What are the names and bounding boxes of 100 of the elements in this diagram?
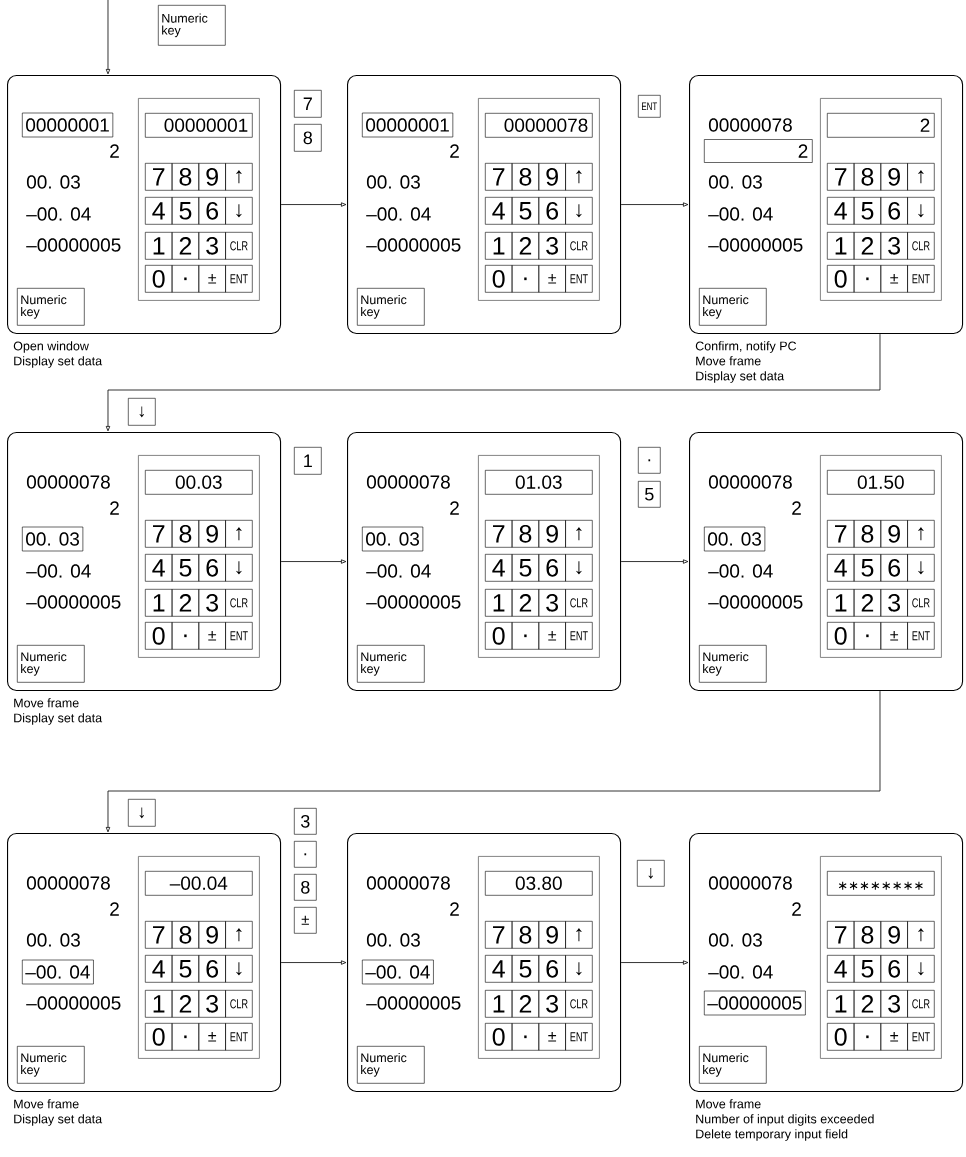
keypad-key: 2 <box>511 589 540 617</box>
keypad-key: ↓ <box>907 554 935 582</box>
value-text: 2 <box>110 902 119 916</box>
value-text: –00000005 <box>366 238 461 252</box>
keypad-key: 2 <box>171 990 200 1018</box>
keypad-key: ENT <box>907 265 935 293</box>
keypad-panel <box>138 98 260 301</box>
value-text: –00000005 <box>708 595 803 609</box>
highlighted-value: 00000001 <box>22 112 114 138</box>
keypad-key: 1 <box>827 589 855 617</box>
keypad-key: 5 <box>511 955 540 983</box>
keypad-key: . <box>171 1023 200 1051</box>
keypad-key: 4 <box>827 955 855 983</box>
value-text: 2 <box>110 144 119 158</box>
keypad-key: ENT <box>225 265 253 293</box>
keypad-key: 8 <box>511 520 540 548</box>
key-press-box: ↓ <box>128 799 156 827</box>
keypad-key: 9 <box>198 163 226 191</box>
value-text: 00. 03 <box>26 933 80 947</box>
keypad-key: 8 <box>853 921 882 949</box>
keypad-key: 7 <box>827 163 855 191</box>
caption-text: Display set data <box>696 371 785 383</box>
keypad-key: ± <box>538 265 566 293</box>
arrow <box>105 690 881 833</box>
key-press-box: ↓ <box>637 860 665 887</box>
keypad-key: 3 <box>198 232 226 260</box>
keypad-key: 7 <box>827 520 855 548</box>
caption-text: Move frame <box>696 356 761 366</box>
keypad-key: 8 <box>853 163 882 191</box>
caption-text: Move frame <box>696 1099 761 1109</box>
keypad-key: ↓ <box>907 955 935 983</box>
keypad-key: 3 <box>538 990 566 1018</box>
arrow <box>620 202 689 207</box>
keypad-key: 6 <box>538 554 566 582</box>
key-press-box: 1 <box>294 447 322 475</box>
keypad-key: 0 <box>485 622 513 650</box>
key-press-box: . <box>294 841 317 868</box>
keypad-key: 8 <box>511 163 540 191</box>
keypad-key: 5 <box>511 554 540 582</box>
keypad-key: 5 <box>171 197 200 225</box>
keypad-key: 0 <box>827 1023 855 1051</box>
keypad-key: . <box>511 1023 540 1051</box>
keypad-key: 5 <box>171 554 200 582</box>
keypad-key: 4 <box>145 554 173 582</box>
keypad-key: ENT <box>565 622 593 650</box>
keypad-key: 6 <box>198 554 226 582</box>
value-text: –00. 04 <box>708 965 773 979</box>
keypad-key: 9 <box>538 520 566 548</box>
arrow <box>105 333 881 432</box>
keypad-key: CLR <box>907 232 935 260</box>
keypad-key: ↓ <box>565 554 593 582</box>
keypad-key: 5 <box>853 197 882 225</box>
keypad-key: . <box>171 265 200 293</box>
keypad-key: ± <box>198 265 226 293</box>
keypad-key: 5 <box>171 955 200 983</box>
numeric-key-button: Numeric key <box>17 1046 85 1084</box>
keypad-key: 9 <box>880 163 908 191</box>
keypad-key: . <box>511 265 540 293</box>
keypad-key: 3 <box>538 232 566 260</box>
highlighted-value: –00000005 <box>704 990 806 1016</box>
keypad-key: ± <box>538 622 566 650</box>
display-field: –00.04 <box>145 871 253 896</box>
value-text: 00000078 <box>708 118 792 132</box>
caption-text: Confirm, notify PC <box>695 341 797 353</box>
value-text: 00. 03 <box>708 175 762 189</box>
numeric-key-button: Numeric key <box>17 288 85 326</box>
caption-text: Number of input digits exceeded <box>696 1114 874 1126</box>
key-press-box: ± <box>294 907 317 934</box>
keypad-key: 8 <box>171 520 200 548</box>
keypad-key: . <box>511 622 540 650</box>
value-text: –00. 04 <box>366 564 431 578</box>
keypad-key: 3 <box>198 589 226 617</box>
keypad-panel <box>138 455 260 658</box>
keypad-key: 9 <box>880 921 908 949</box>
numeric-key-button: Numeric key <box>699 1046 767 1084</box>
value-text: 00000078 <box>26 475 110 489</box>
value-text: –00000005 <box>366 996 461 1010</box>
value-text: –00. 04 <box>26 564 91 578</box>
keypad-key: ↑ <box>565 163 593 191</box>
keypad-key: ↓ <box>225 955 253 983</box>
keypad-key: 6 <box>880 554 908 582</box>
numeric-key-button: Numeric key <box>357 288 425 326</box>
keypad-key: 0 <box>827 265 855 293</box>
keypad-key: 5 <box>853 955 882 983</box>
keypad-key: 0 <box>145 1023 173 1051</box>
keypad-key: ± <box>880 1023 908 1051</box>
caption-text: Open window <box>13 341 89 353</box>
keypad-key: 2 <box>171 589 200 617</box>
value-text: 2 <box>792 902 801 916</box>
arrow <box>280 202 347 207</box>
keypad-key: 8 <box>171 163 200 191</box>
keypad-key: ↓ <box>225 197 253 225</box>
keypad-key: 6 <box>880 197 908 225</box>
keypad-key: ↑ <box>225 163 253 191</box>
keypad-key: 2 <box>511 232 540 260</box>
display-field: 00000001 <box>145 113 253 138</box>
keypad-key: 7 <box>145 163 173 191</box>
key-press-box: . <box>638 447 661 474</box>
keypad-key: 6 <box>538 955 566 983</box>
keypad-key: ↓ <box>225 554 253 582</box>
